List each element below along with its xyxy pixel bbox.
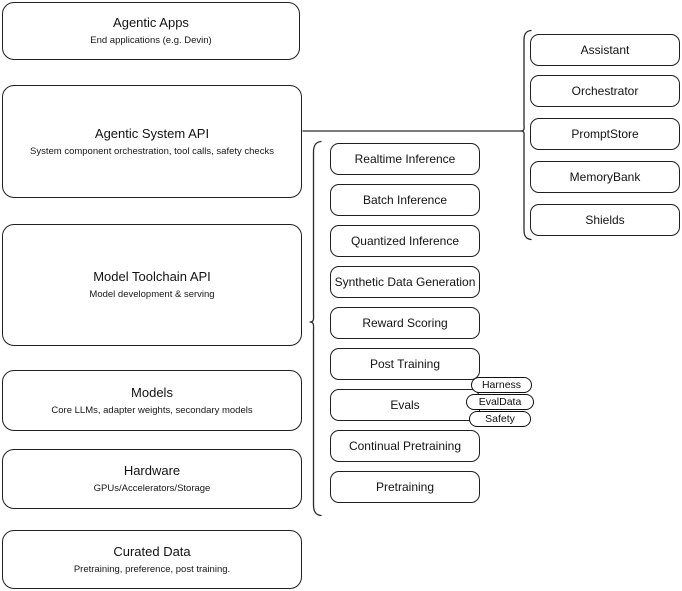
- component-post-training[interactable]: Post Training: [330, 348, 480, 380]
- layer-agentic-apps[interactable]: Agentic Apps End applications (e.g. Devi…: [2, 2, 300, 60]
- layer-title: Model Toolchain API: [93, 269, 211, 284]
- layer-subtitle: Core LLMs, adapter weights, secondary mo…: [51, 404, 253, 416]
- layer-curated-data[interactable]: Curated Data Pretraining, preference, po…: [2, 530, 302, 589]
- component-continual-pretraining[interactable]: Continual Pretraining: [330, 430, 480, 462]
- evals-tag-harness[interactable]: Harness: [471, 377, 532, 393]
- component-pretraining[interactable]: Pretraining: [330, 471, 480, 503]
- evals-tag-evaldata[interactable]: EvalData: [466, 394, 534, 410]
- layer-subtitle: System component orchestration, tool cal…: [30, 145, 274, 157]
- layer-hardware[interactable]: Hardware GPUs/Accelerators/Storage: [2, 449, 302, 509]
- layer-subtitle: GPUs/Accelerators/Storage: [93, 483, 211, 494]
- component-memorybank[interactable]: MemoryBank: [530, 161, 680, 193]
- component-promptstore[interactable]: PromptStore: [530, 118, 680, 150]
- layer-subtitle: Model development & serving: [89, 289, 215, 300]
- component-reward-scoring[interactable]: Reward Scoring: [330, 307, 480, 339]
- component-realtime-inference[interactable]: Realtime Inference: [330, 143, 480, 175]
- component-evals[interactable]: Evals: [330, 389, 480, 421]
- component-orchestrator[interactable]: Orchestrator: [530, 75, 680, 107]
- component-quantized-inference[interactable]: Quantized Inference: [330, 225, 480, 257]
- layer-model-toolchain-api[interactable]: Model Toolchain API Model development & …: [2, 224, 302, 346]
- layer-title: Hardware: [123, 463, 181, 478]
- component-synthetic-data-generation[interactable]: Synthetic Data Generation: [330, 266, 480, 298]
- toolchain-components-brace: [309, 140, 322, 517]
- layer-title: Agentic System API: [94, 125, 210, 141]
- component-assistant[interactable]: Assistant: [530, 34, 680, 66]
- layer-subtitle: End applications (e.g. Devin): [90, 35, 212, 46]
- layer-title: Agentic Apps: [113, 15, 189, 30]
- evals-tag-safety[interactable]: Safety: [469, 411, 531, 427]
- layer-title: Models: [131, 384, 173, 400]
- component-shields[interactable]: Shields: [530, 204, 680, 236]
- layer-title: Curated Data: [113, 543, 191, 559]
- layer-subtitle: Pretraining, preference, post training.: [73, 563, 231, 575]
- component-batch-inference[interactable]: Batch Inference: [330, 184, 480, 216]
- layer-agentic-system-api[interactable]: Agentic System API System component orch…: [2, 85, 302, 198]
- layer-models[interactable]: Models Core LLMs, adapter weights, secon…: [2, 370, 302, 431]
